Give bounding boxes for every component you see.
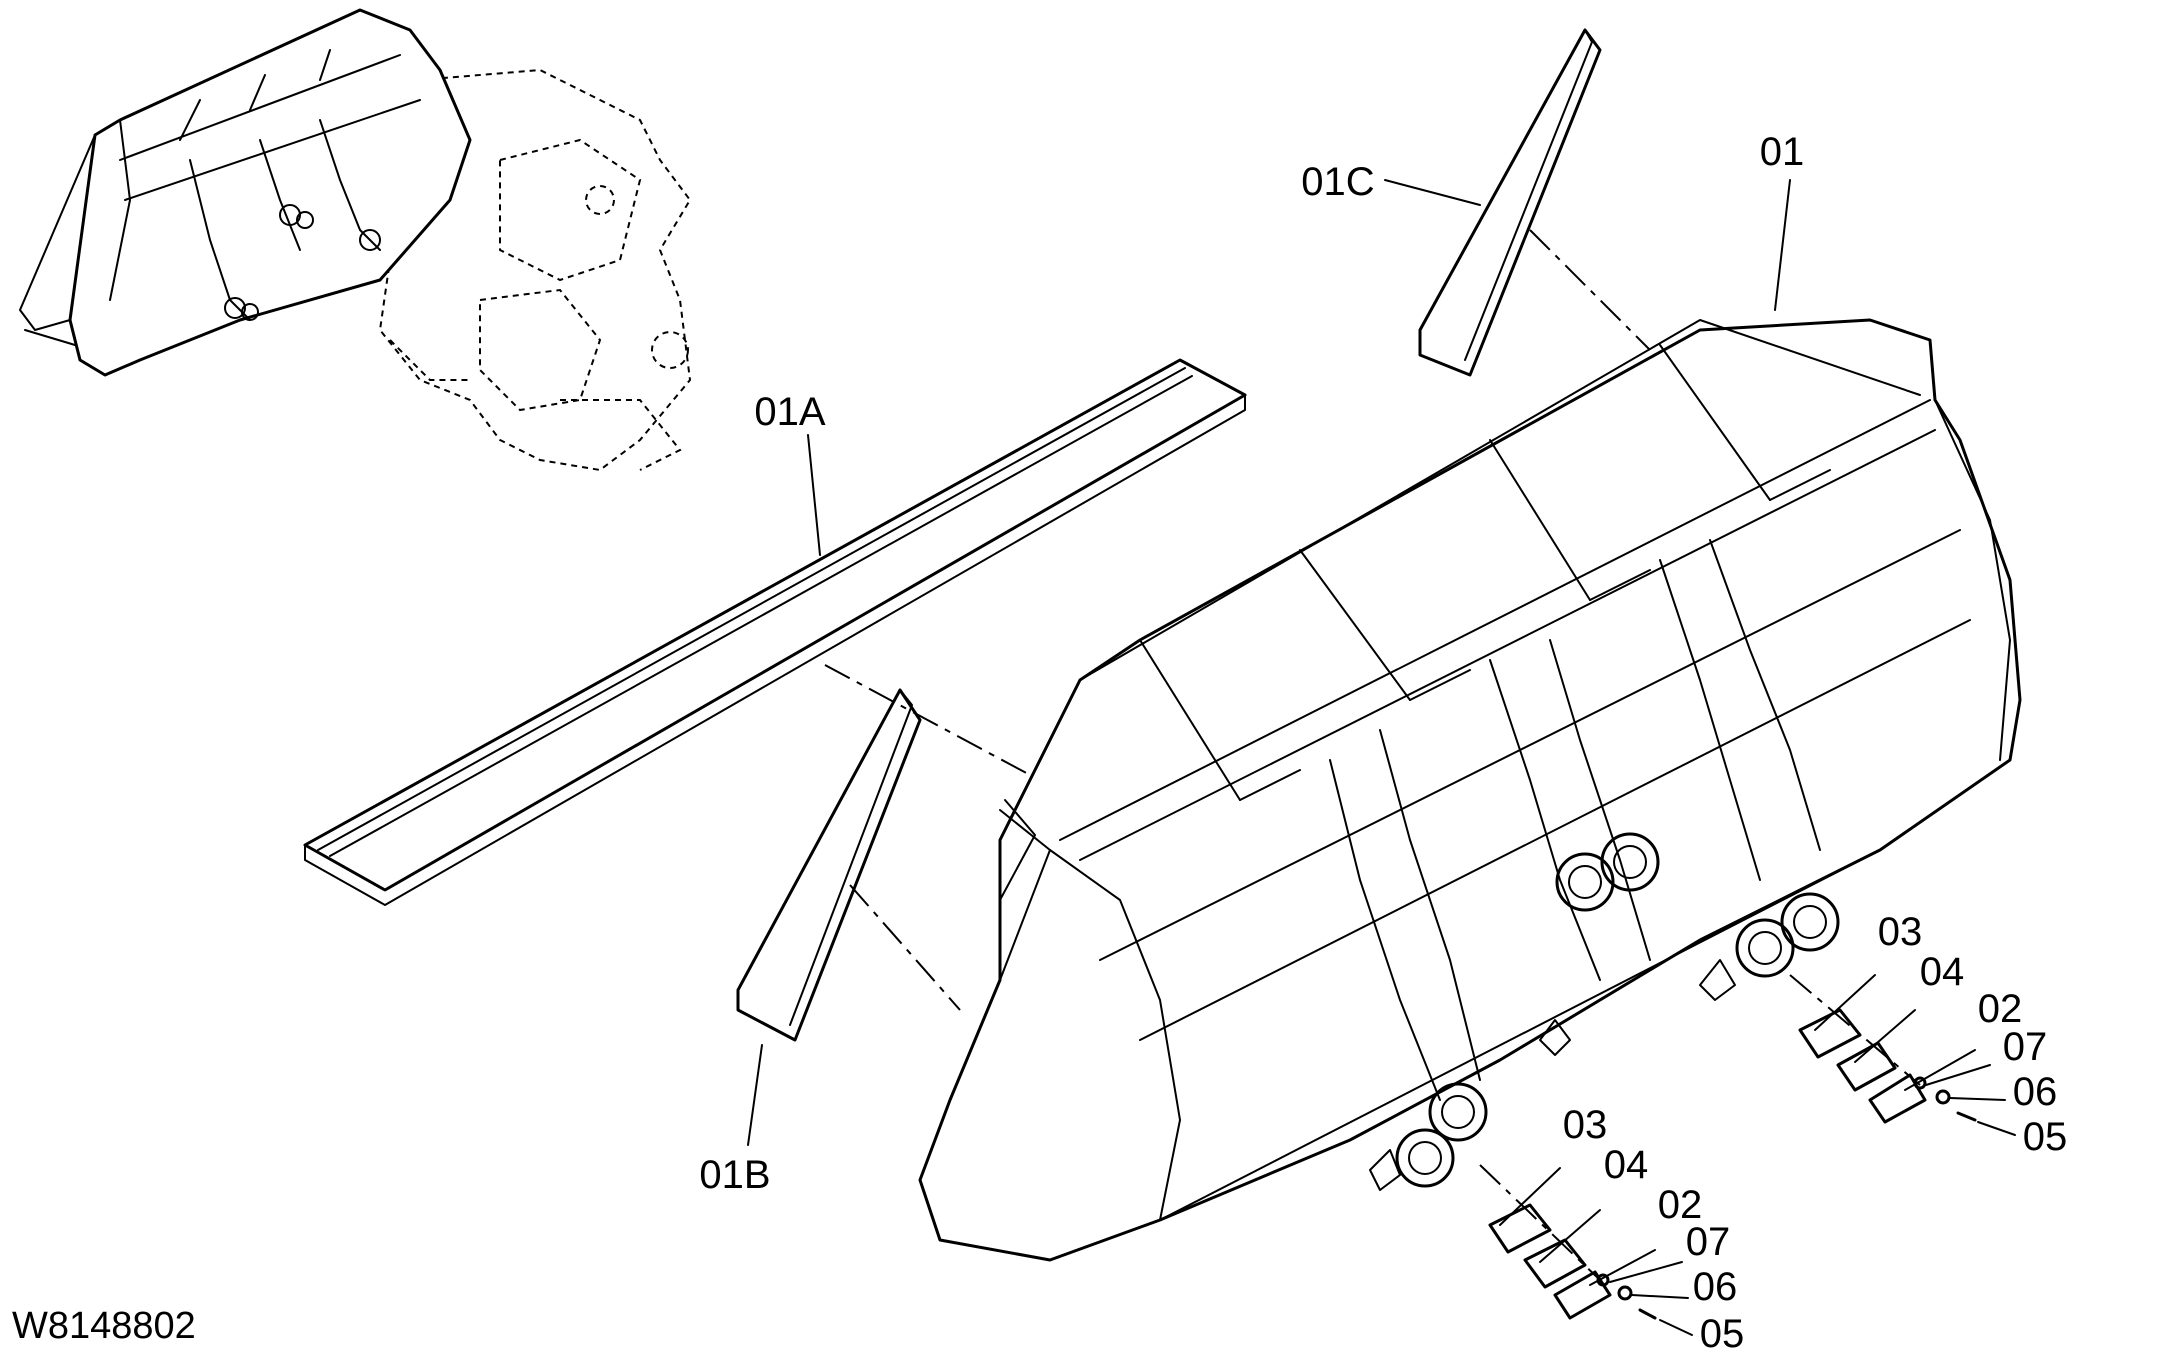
callout-01C: 01C — [1301, 160, 1374, 204]
bolt-05-left — [1638, 1308, 1657, 1320]
hardware-group-left — [1479, 1164, 1657, 1320]
leader-lines — [747, 179, 2016, 1336]
part-01C-side-edge-right — [1418, 28, 1602, 377]
callout-left-07: 07 — [1686, 1220, 1731, 1264]
centerline-01C — [1529, 229, 1651, 351]
callout-01: 01 — [1760, 130, 1805, 174]
callout-right-06: 06 — [2013, 1070, 2058, 1114]
inset-machine-view — [19, 8, 692, 472]
part-01-bucket — [918, 318, 2022, 1262]
callout-left-06: 06 — [1693, 1265, 1738, 1309]
plate-02-left — [1553, 1270, 1612, 1320]
callout-right-07: 07 — [2003, 1025, 2048, 1069]
hardware-group-right — [1789, 974, 1977, 1124]
callout-right-02: 02 — [1978, 987, 2023, 1031]
callout-left-04: 04 — [1604, 1143, 1649, 1187]
shim-03-left — [1488, 1203, 1552, 1254]
callout-right-04: 04 — [1920, 950, 1965, 994]
centerline-01A — [824, 664, 1031, 776]
part-01A-cutting-edge — [303, 358, 1247, 906]
shim-04-right — [1836, 1041, 1897, 1092]
callout-left-02: 02 — [1658, 1183, 1703, 1227]
callout-left-05: 05 — [1700, 1312, 1745, 1355]
inset-bucket — [19, 8, 472, 377]
callout-right-03: 03 — [1878, 910, 1923, 954]
callout-01A: 01A — [754, 390, 825, 434]
washer-06-left — [1617, 1285, 1633, 1301]
inset-machine-frame — [378, 68, 692, 472]
pin-boss-right — [1780, 892, 1840, 952]
shim-04-left — [1523, 1238, 1587, 1289]
part-01B-side-edge-left — [736, 688, 922, 1042]
centerline-01B — [849, 884, 961, 1011]
callout-01B: 01B — [699, 1153, 770, 1197]
bolt-05-right — [1956, 1111, 1977, 1122]
pin-boss-left — [1428, 1082, 1488, 1142]
callout-right-05: 05 — [2023, 1115, 2068, 1159]
figure-id: W8148802 — [12, 1305, 196, 1347]
washer-07-right — [1913, 1076, 1927, 1090]
washer-06-right — [1935, 1089, 1951, 1105]
callout-left-03: 03 — [1563, 1103, 1608, 1147]
